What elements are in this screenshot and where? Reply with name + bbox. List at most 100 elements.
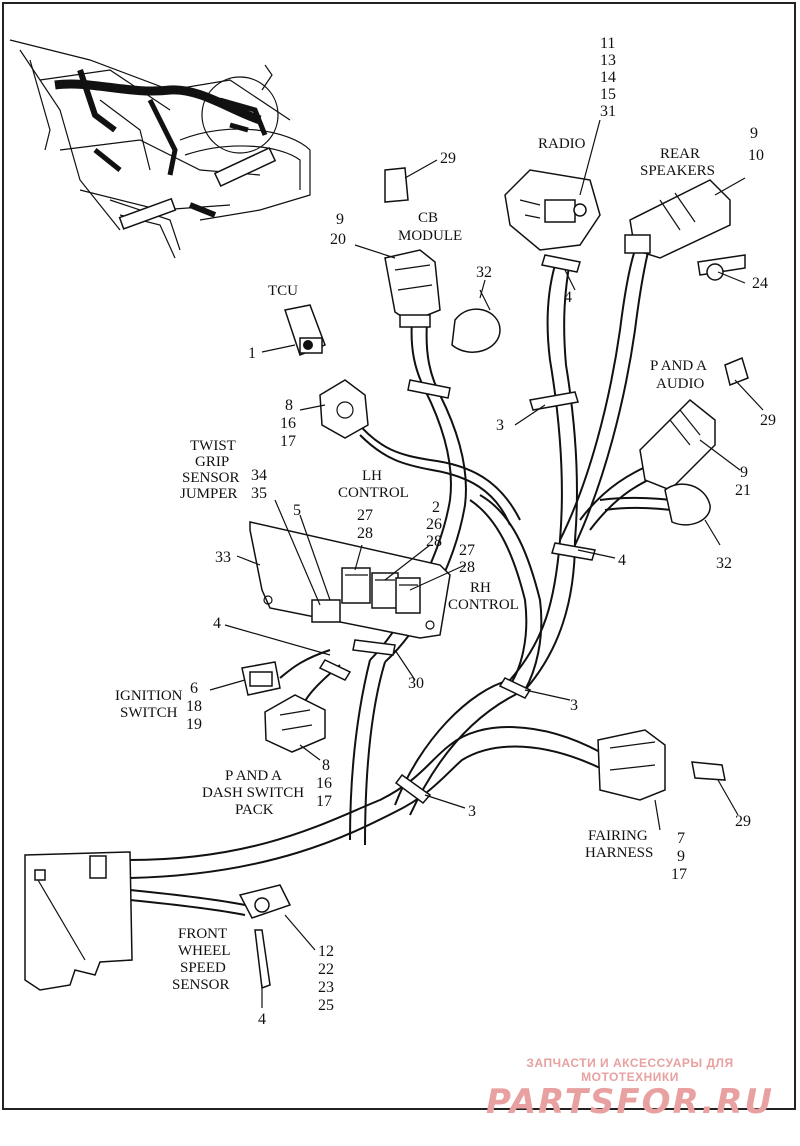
label-lh-control-2: CONTROL bbox=[338, 485, 409, 501]
part-24-lamp bbox=[697, 254, 746, 281]
tcu-connector bbox=[284, 304, 326, 356]
label-cb-module-1: CB bbox=[418, 210, 438, 226]
leader-lines bbox=[209, 119, 764, 1008]
callout-33: 33 bbox=[215, 549, 231, 566]
label-rear-speakers-2: SPEAKERS bbox=[640, 163, 715, 179]
front-wheel-speed-sensor-connector bbox=[238, 884, 292, 990]
callout-dash-16: 16 bbox=[316, 775, 332, 792]
callout-rh-2: 2 bbox=[432, 499, 440, 516]
label-cb-module-2: MODULE bbox=[398, 228, 462, 244]
callout-30: 30 bbox=[408, 675, 424, 692]
callout-rh-27: 27 bbox=[459, 542, 475, 559]
label-radio: RADIO bbox=[538, 136, 586, 152]
label-fairing-2: HARNESS bbox=[585, 845, 653, 861]
callout-29-top: 29 bbox=[440, 150, 456, 167]
cable-ties bbox=[318, 254, 596, 805]
callout-1: 1 bbox=[248, 345, 256, 362]
callout-4-mid: 4 bbox=[618, 552, 626, 569]
tcu-harness-connector bbox=[319, 379, 369, 439]
callout-rh-26: 26 bbox=[426, 516, 442, 533]
watermark-brand: PARTSFOR.RU bbox=[485, 1082, 775, 1122]
callout-9-21-9: 9 bbox=[740, 464, 748, 481]
callout-speakers-9: 9 bbox=[750, 125, 758, 142]
motorcycle-frame-illustration bbox=[9, 39, 311, 259]
p-and-a-audio-connector bbox=[724, 356, 749, 387]
callout-fairing-9: 9 bbox=[677, 848, 685, 865]
callout-3-mid: 3 bbox=[570, 697, 578, 714]
callout-4-bottom: 4 bbox=[258, 1011, 266, 1028]
callout-3-lower: 3 bbox=[468, 803, 476, 820]
callout-radio-13: 13 bbox=[600, 52, 616, 69]
dash-switch-pack-connector bbox=[264, 694, 326, 753]
callout-twist-35: 35 bbox=[251, 485, 267, 502]
part-32-seal-top bbox=[451, 289, 501, 353]
label-twist-4: JUMPER bbox=[180, 486, 238, 502]
callout-dash-17: 17 bbox=[316, 793, 332, 810]
lh-control-connectors bbox=[311, 567, 421, 623]
callout-ign-19: 19 bbox=[186, 716, 202, 733]
callout-twist-34: 34 bbox=[251, 467, 267, 484]
watermark: ЗАПЧАСТИ И АКСЕССУАРЫ ДЛЯ МОТОТЕХНИКИ PA… bbox=[480, 1056, 780, 1122]
callout-rh-28a: 28 bbox=[426, 533, 442, 550]
label-twist-2: GRIP bbox=[195, 454, 229, 470]
callout-32-top: 32 bbox=[476, 264, 492, 281]
callout-fws-25: 25 bbox=[318, 997, 334, 1014]
fairing-bracket-lower bbox=[24, 851, 133, 991]
cb-module-connector bbox=[384, 249, 441, 328]
callout-tcu-16: 16 bbox=[280, 415, 296, 432]
part-32-seal-mid bbox=[664, 483, 711, 526]
callout-ign-6: 6 bbox=[190, 680, 198, 697]
label-twist-1: TWIST bbox=[190, 438, 236, 454]
callout-dash-8: 8 bbox=[322, 757, 330, 774]
callout-cb-9: 9 bbox=[336, 211, 344, 228]
callout-radio-11: 11 bbox=[600, 35, 615, 52]
label-dash-2: DASH SWITCH bbox=[202, 785, 304, 801]
label-p-and-a-audio-1: P AND A bbox=[650, 358, 707, 374]
callout-fairing-7: 7 bbox=[677, 830, 685, 847]
callout-29-lower: 29 bbox=[735, 813, 751, 830]
callout-3-upper: 3 bbox=[496, 417, 504, 434]
callout-fairing-17: 17 bbox=[671, 866, 687, 883]
ignition-switch-connector bbox=[241, 661, 281, 696]
callout-radio-14: 14 bbox=[600, 69, 616, 86]
callout-lh-27: 27 bbox=[357, 507, 373, 524]
rear-speakers-connector bbox=[624, 179, 731, 259]
callout-ign-18: 18 bbox=[186, 698, 202, 715]
callout-fws-22: 22 bbox=[318, 961, 334, 978]
callout-5: 5 bbox=[293, 502, 301, 519]
label-fws-4: SENSOR bbox=[172, 977, 230, 993]
callout-cb-20: 20 bbox=[330, 231, 346, 248]
callout-fws-12: 12 bbox=[318, 943, 334, 960]
label-p-and-a-audio-2: AUDIO bbox=[656, 376, 704, 392]
callout-29-audio: 29 bbox=[760, 412, 776, 429]
label-lh-control-1: LH bbox=[362, 468, 382, 484]
label-dash-1: P AND A bbox=[225, 768, 282, 784]
label-fws-2: WHEEL bbox=[178, 943, 230, 959]
callout-lh-28: 28 bbox=[357, 525, 373, 542]
part-29-connector-top bbox=[384, 167, 409, 203]
label-rh-control-1: RH bbox=[470, 580, 491, 596]
label-fws-1: FRONT bbox=[178, 926, 227, 942]
component-labels: RADIO REAR SPEAKERS CB MODULE TCU P AND … bbox=[115, 136, 715, 993]
callout-numbers: 11 13 14 15 31 9 10 29 9 20 32 24 4 1 29… bbox=[186, 35, 776, 1028]
part-9-21-connector bbox=[639, 398, 716, 491]
callout-fws-23: 23 bbox=[318, 979, 334, 996]
label-rh-control-2: CONTROL bbox=[448, 597, 519, 613]
callout-radio-15: 15 bbox=[600, 86, 616, 103]
label-rear-speakers-1: REAR bbox=[660, 146, 700, 162]
label-ignition-1: IGNITION bbox=[115, 688, 183, 704]
label-dash-3: PACK bbox=[235, 802, 274, 818]
callout-tcu-8: 8 bbox=[285, 397, 293, 414]
fairing-harness-connector bbox=[597, 729, 666, 801]
callout-4-left: 4 bbox=[213, 615, 221, 632]
label-fws-3: SPEED bbox=[180, 960, 226, 976]
label-twist-3: SENSOR bbox=[182, 470, 240, 486]
callout-radio-31: 31 bbox=[600, 103, 616, 120]
callout-32-mid: 32 bbox=[716, 555, 732, 572]
callout-tcu-17: 17 bbox=[280, 433, 296, 450]
label-fairing-1: FAIRING bbox=[588, 828, 648, 844]
part-29-connector-lower bbox=[691, 761, 726, 781]
callout-rh-28b: 28 bbox=[459, 559, 475, 576]
radio-connector bbox=[504, 169, 601, 251]
